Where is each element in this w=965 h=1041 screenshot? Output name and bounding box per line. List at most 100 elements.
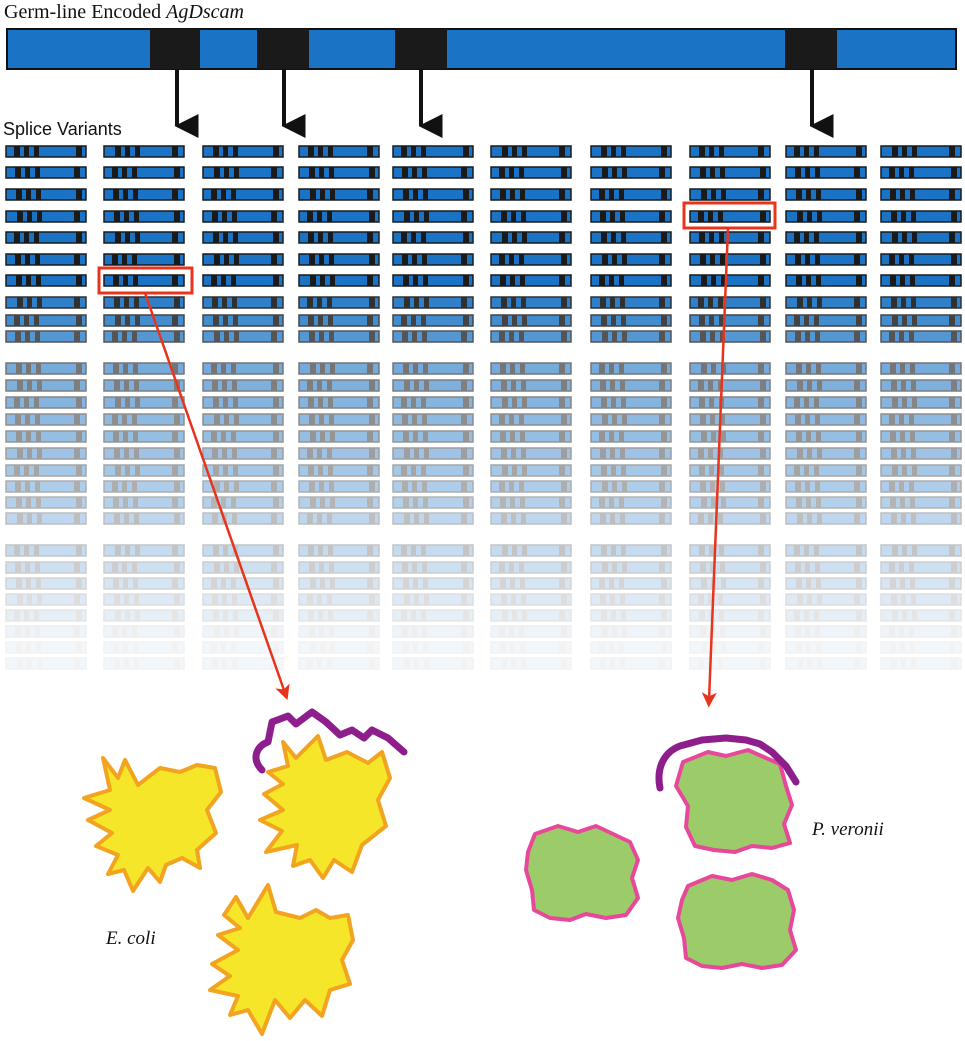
variant-bar-body <box>5 464 87 477</box>
splice-variant-bar <box>590 657 672 670</box>
variant-exon-mark <box>26 642 31 653</box>
variant-exon-mark <box>273 578 279 589</box>
variant-exon-mark <box>710 562 715 573</box>
splice-variant-bar <box>590 512 672 525</box>
variant-exon-mark <box>25 562 30 573</box>
splice-variant-bar <box>5 593 87 606</box>
variant-exon-mark <box>76 363 82 374</box>
variant-exon-mark <box>76 431 82 442</box>
variant-exon-mark <box>796 275 802 286</box>
variant-exon-mark <box>854 331 860 342</box>
variant-exon-mark <box>271 211 277 222</box>
variant-exon-mark <box>422 167 427 178</box>
variant-exon-mark <box>402 167 408 178</box>
variant-exon-mark <box>231 578 236 589</box>
variant-bar-body <box>5 210 87 223</box>
splice-variant-bar <box>5 577 87 590</box>
variant-exon-mark <box>890 578 896 589</box>
variant-exon-mark <box>36 363 41 374</box>
variant-bar-body <box>103 145 185 158</box>
variant-exon-mark <box>403 363 409 374</box>
variant-exon-mark <box>412 562 417 573</box>
variant-exon-mark <box>27 594 32 605</box>
variant-exon-mark <box>856 465 862 476</box>
variant-exon-mark <box>522 397 527 408</box>
variant-exon-mark <box>14 397 20 408</box>
variant-bar-body <box>392 330 474 343</box>
variant-exon-mark <box>273 497 279 508</box>
splice-variant-bar <box>103 641 185 654</box>
variant-exon-mark <box>113 189 119 200</box>
variant-bar-body <box>490 188 572 201</box>
splice-variant-bar <box>689 496 771 509</box>
variant-exon-mark <box>612 562 617 573</box>
variant-exon-mark <box>172 465 178 476</box>
variant-exon-mark <box>113 642 119 653</box>
variant-exon-mark <box>37 513 42 524</box>
variant-exon-mark <box>233 146 238 157</box>
variant-bar-body <box>392 362 474 375</box>
splice-variant-bar <box>880 512 962 525</box>
variant-exon-mark <box>509 562 514 573</box>
variant-exon-mark <box>27 658 32 669</box>
variant-exon-mark <box>661 431 667 442</box>
splice-variant-bar <box>202 166 284 179</box>
variant-exon-mark <box>463 146 469 157</box>
variant-exon-mark <box>519 331 524 342</box>
variant-exon-mark <box>271 448 277 459</box>
variant-exon-mark <box>367 497 373 508</box>
splice-variant-bar <box>103 379 185 392</box>
variant-exon-mark <box>621 146 626 157</box>
variant-exon-mark <box>310 642 316 653</box>
variant-bar-body <box>103 641 185 654</box>
variant-exon-mark <box>74 562 80 573</box>
splice-variant-bar <box>490 496 572 509</box>
variant-exon-mark <box>854 626 860 637</box>
variant-exon-mark <box>949 232 955 243</box>
variant-exon-mark <box>599 578 605 589</box>
variant-exon-mark <box>499 562 505 573</box>
splice-variant-bar <box>103 314 185 327</box>
variant-exon-mark <box>806 578 811 589</box>
variant-bar-body <box>785 480 867 493</box>
variant-bar-body <box>490 145 572 158</box>
variant-exon-mark <box>234 481 239 492</box>
variant-exon-mark <box>27 297 32 308</box>
variant-bar-body <box>298 561 380 574</box>
variant-exon-mark <box>37 594 42 605</box>
variant-exon-mark <box>461 380 467 391</box>
variant-bar-body <box>5 593 87 606</box>
variant-exon-mark <box>114 513 120 524</box>
variant-bar-body <box>590 379 672 392</box>
splice-variant-bar <box>202 496 284 509</box>
variant-exon-mark <box>273 642 279 653</box>
variant-exon-mark <box>510 578 515 589</box>
variant-exon-mark <box>951 562 957 573</box>
variant-bar-body <box>785 413 867 426</box>
splice-variant-bar <box>689 593 771 606</box>
splice-variant-bar <box>490 561 572 574</box>
variant-exon-mark <box>502 232 508 243</box>
splice-variant-bar <box>202 593 284 606</box>
splice-variant-bar <box>490 314 572 327</box>
variant-exon-mark <box>659 211 665 222</box>
splice-variant-bar <box>785 464 867 477</box>
variant-exon-mark <box>499 167 505 178</box>
variant-exon-mark <box>309 626 315 637</box>
variant-bar-body <box>590 210 672 223</box>
splice-variant-bar <box>689 166 771 179</box>
variant-bar-body <box>298 544 380 557</box>
variant-exon-mark <box>330 189 335 200</box>
variant-exon-mark <box>891 297 897 308</box>
variant-exon-mark <box>422 626 427 637</box>
variant-exon-mark <box>461 167 467 178</box>
splice-variant-bar <box>298 641 380 654</box>
variant-exon-mark <box>890 642 896 653</box>
variant-bar-body <box>103 625 185 638</box>
variant-bar-body <box>392 396 474 409</box>
variant-exon-mark <box>602 562 608 573</box>
variant-exon-mark <box>221 497 226 508</box>
variant-bar-body <box>5 561 87 574</box>
variant-exon-mark <box>814 610 819 621</box>
variant-bar-body <box>298 330 380 343</box>
